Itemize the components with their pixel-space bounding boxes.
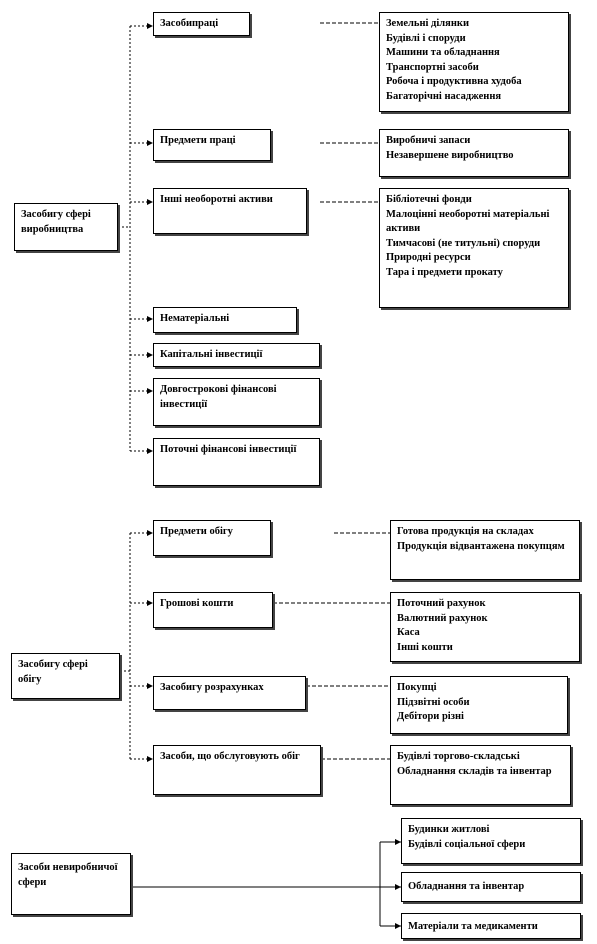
root-box-obig: Засобигу сфері обігу: [11, 653, 120, 699]
list-item: Продукція відвантажена покупцям: [397, 540, 565, 552]
list-item: Поточний рахунок: [397, 598, 486, 609]
list-item: Будівлі соціальної сфери: [408, 838, 526, 850]
list-nevyrob-budivli: Будинки житлові Будівлі соціальної сфери: [401, 818, 581, 864]
box-nematerialni: Нематеріальні: [153, 307, 297, 333]
box-nevyrob-materialy: Матеріали та медикаменти: [401, 913, 581, 939]
list-item: Машини та обладнання: [386, 47, 500, 58]
list-item: Підзвітні особи: [397, 696, 470, 708]
list-item: Тимчасові (не титульні) споруди: [386, 237, 541, 249]
box-obslugovuyut-obig: Засоби, що обслуговують обіг: [153, 745, 321, 795]
list-obslugovuyut-obig: Будівлі торгово-складські Обладнання скл…: [390, 745, 571, 805]
list-item: Транспортні засоби: [386, 61, 479, 73]
list-item: Малоцінні необоротні матеріальні активи: [386, 208, 550, 235]
list-item: Готова продукція на складах: [397, 526, 534, 537]
list-item: Багаторічні насадження: [386, 90, 502, 102]
list-zasobi-pratsi: Земельні ділянки Будівлі і споруди Машин…: [379, 12, 569, 112]
box-groshovi-koshty: Грошові кошти: [153, 592, 273, 628]
list-item: Незавершене виробництво: [386, 149, 514, 161]
box-potochni-investytsii: Поточні фінансові інвестиції: [153, 438, 320, 486]
box-rozrahunky: Засобигу розрахунках: [153, 676, 306, 710]
list-item: Каса: [397, 627, 420, 638]
list-item: Будинки житлові: [408, 824, 490, 835]
box-inshi-neoborotni: Інші необоротні активи: [153, 188, 307, 234]
root-box-nevyrobnycha: Засоби невиробничої сфери: [11, 853, 131, 915]
box-predmety-pratsi: Предмети праці: [153, 129, 271, 161]
list-inshi-neoborotni: Бібліотечні фонди Малоцінні необоротні м…: [379, 188, 569, 308]
list-item: Покупці: [397, 682, 437, 693]
list-rozrahunky: Покупці Підзвітні особи Дебітори різні: [390, 676, 568, 734]
list-groshovi-koshty: Поточний рахунок Валютний рахунок Каса І…: [390, 592, 580, 662]
box-dovgostrokovi-investytsii: Довгострокові фінансові інвестиції: [153, 378, 320, 426]
list-item: Обладнання складів та інвентар: [397, 765, 552, 777]
list-item: Бібліотечні фонди: [386, 194, 472, 205]
root-box-vyrobnytstvo: Засобигу сфері виробництва: [14, 203, 118, 251]
box-zasobi-pratsi: Засобипраці: [153, 12, 250, 36]
box-nevyrob-obladnannya: Обладнання та інвентар: [401, 872, 581, 902]
box-predmety-obigu: Предмети обігу: [153, 520, 271, 556]
list-item: Будівлі і споруди: [386, 32, 466, 44]
list-item: Виробничі запаси: [386, 135, 471, 146]
list-predmety-obigu: Готова продукція на складах Продукція ві…: [390, 520, 580, 580]
list-item: Будівлі торгово-складські: [397, 751, 520, 762]
list-item: Дебітори різні: [397, 711, 464, 722]
list-predmety-pratsi: Виробничі запаси Незавершене виробництво: [379, 129, 569, 177]
list-item: Інші кошти: [397, 641, 453, 653]
list-item: Тара і предмети прокату: [386, 266, 503, 278]
list-item: Земельні ділянки: [386, 18, 470, 29]
list-item: Валютний рахунок: [397, 612, 488, 624]
list-item: Робоча і продуктивна худоба: [386, 76, 522, 87]
box-kapitalni-investytsii: Капітальні інвестиції: [153, 343, 320, 367]
list-item: Природні ресурси: [386, 252, 471, 263]
